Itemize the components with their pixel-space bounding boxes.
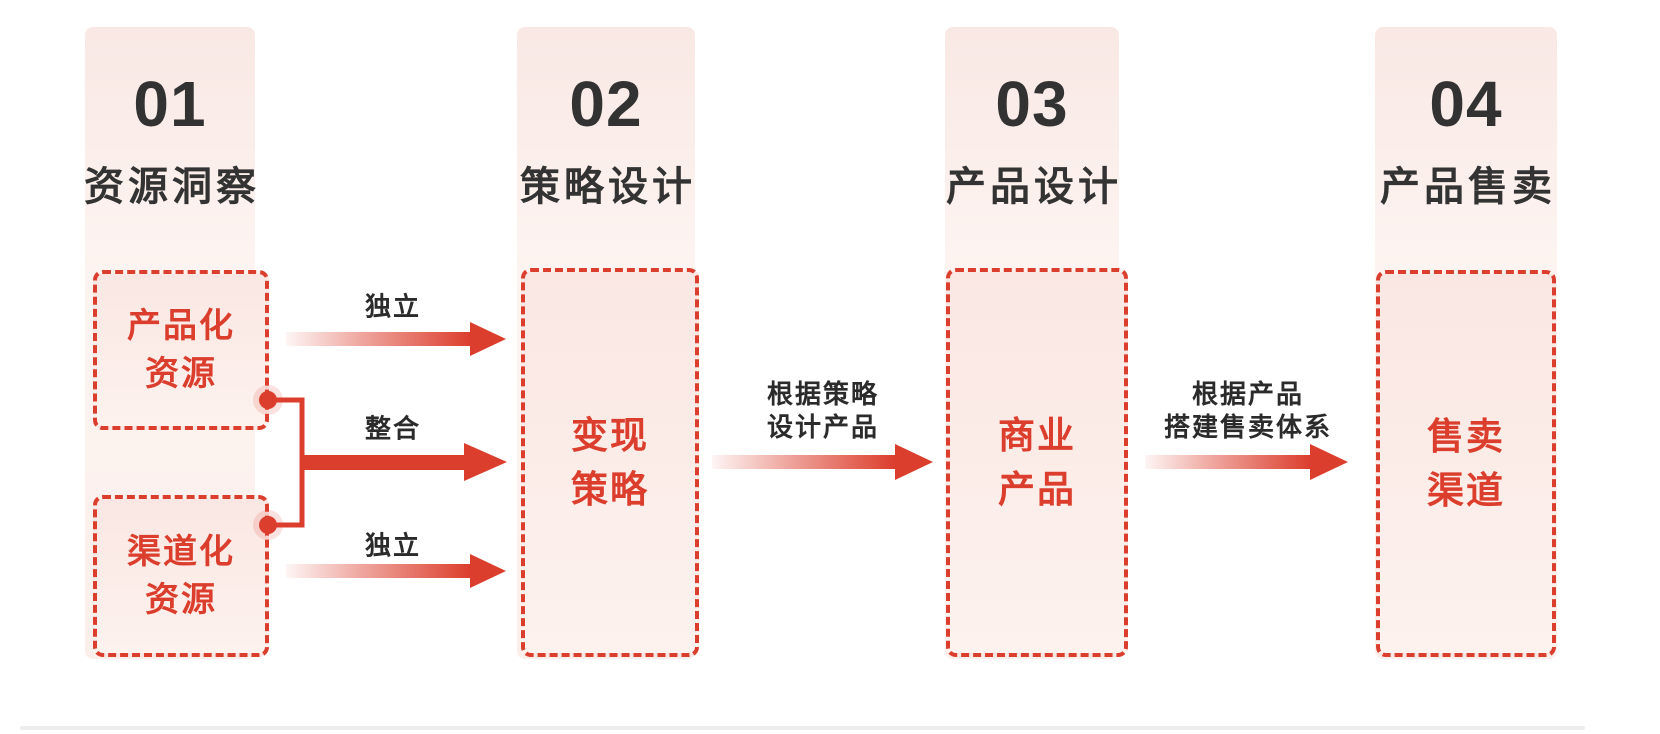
node-commercial-product: 商业 产品 — [946, 268, 1128, 657]
arrowhead-icon — [470, 322, 506, 356]
node-label-line: 资源 — [145, 355, 217, 393]
step-title-1: 资源洞察 — [84, 165, 260, 209]
arrow-label-line: 设计产品 — [766, 412, 880, 442]
node-label-line: 售卖 — [1427, 415, 1505, 457]
arrow-label-independent-bottom: 独立 — [364, 530, 422, 561]
arrowhead-icon — [1310, 444, 1348, 480]
arrowhead-icon — [895, 444, 933, 480]
arrow-label-product-to-sales: 根据产品 搭建售卖体系 — [1164, 378, 1332, 444]
connector-dot-icon — [259, 391, 277, 409]
arrow-label-integrate: 整合 — [364, 413, 422, 444]
arrow-label-line: 根据产品 — [1191, 379, 1305, 409]
step-number-1: 01 — [133, 68, 207, 140]
node-label-line: 资源 — [145, 581, 217, 619]
node-label-line: 策略 — [571, 468, 649, 510]
node-label-line: 变现 — [571, 414, 649, 456]
bottom-divider — [20, 726, 1585, 730]
step-number-2: 02 — [569, 68, 643, 140]
node-label-line: 商业 — [998, 414, 1076, 456]
step-title-3: 产品设计 — [946, 165, 1122, 209]
step-title-4: 产品售卖 — [1380, 165, 1556, 209]
arrowhead-icon — [470, 554, 506, 588]
node-monetization-strategy: 变现 策略 — [521, 268, 699, 657]
node-label-line: 产品 — [998, 468, 1076, 510]
arrow-independent-top — [286, 322, 506, 356]
arrow-product-to-sales — [1145, 444, 1348, 480]
node-productized-resource: 产品化 资源 — [93, 270, 269, 430]
node-label-line: 渠道化 — [127, 533, 235, 571]
arrow-label-independent-top: 独立 — [364, 291, 422, 322]
connector-dot-icon — [259, 516, 277, 534]
step-number-4: 04 — [1429, 68, 1503, 140]
step-title-2: 策略设计 — [520, 165, 696, 209]
node-label-line: 渠道 — [1427, 469, 1505, 511]
arrow-integrate — [253, 385, 507, 540]
arrow-label-strategy-to-product: 根据策略 设计产品 — [767, 378, 879, 444]
arrow-strategy-to-product — [712, 444, 933, 480]
node-label-line: 产品化 — [127, 307, 235, 345]
node-channelized-resource: 渠道化 资源 — [93, 495, 269, 657]
step-number-3: 03 — [995, 68, 1069, 140]
arrowhead-icon — [464, 443, 507, 481]
node-sales-channel: 售卖 渠道 — [1376, 270, 1556, 657]
arrow-independent-bottom — [286, 554, 506, 588]
arrow-label-line: 搭建售卖体系 — [1163, 412, 1333, 442]
arrow-label-line: 根据策略 — [766, 379, 880, 409]
